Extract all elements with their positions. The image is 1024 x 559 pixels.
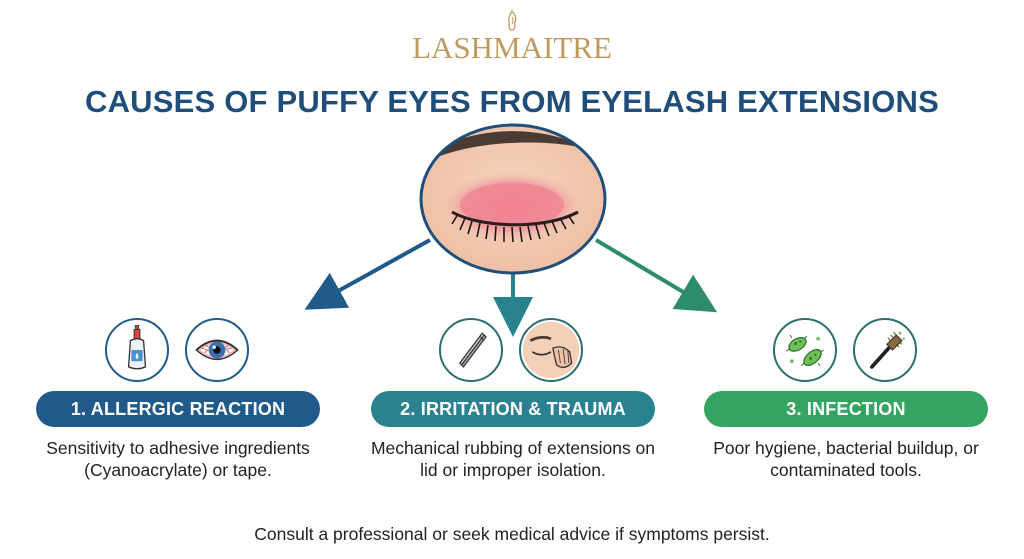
flame-icon [508,10,517,31]
bacteria-icon [773,318,837,382]
eye-rubbing-icon [519,318,583,382]
adhesive-bottle-icon [105,318,169,382]
page-title: CAUSES OF PUFFY EYES FROM EYELASH EXTENS… [85,84,939,119]
infection-label: 3. INFECTION [704,391,988,427]
dirty-brush-icon [853,318,917,382]
arrow-to-infection [594,238,718,313]
allergic-reaction-description: Sensitivity to adhesive ingredients (Cya… [46,438,310,480]
irritation-trauma-description: Mechanical rubbing of extensions on lid … [370,438,656,480]
red-eye-icon [185,318,249,382]
tweezers-icon [439,318,503,382]
irritation-trauma-label: 2. IRRITATION & TRAUMA [371,391,655,427]
allergic-reaction-label: 1. ALLERGIC REACTION [36,391,320,427]
arrow-to-allergic [304,238,431,310]
infection-description: Poor hygiene, bacterial buildup, or cont… [713,438,979,480]
puffy-eye-illustration [419,123,607,275]
brand-logo: LASHMAITRE [0,10,1024,66]
brand-name: LASHMAITRE [412,30,612,65]
footer-note: Consult a professional or seek medical a… [254,524,770,544]
